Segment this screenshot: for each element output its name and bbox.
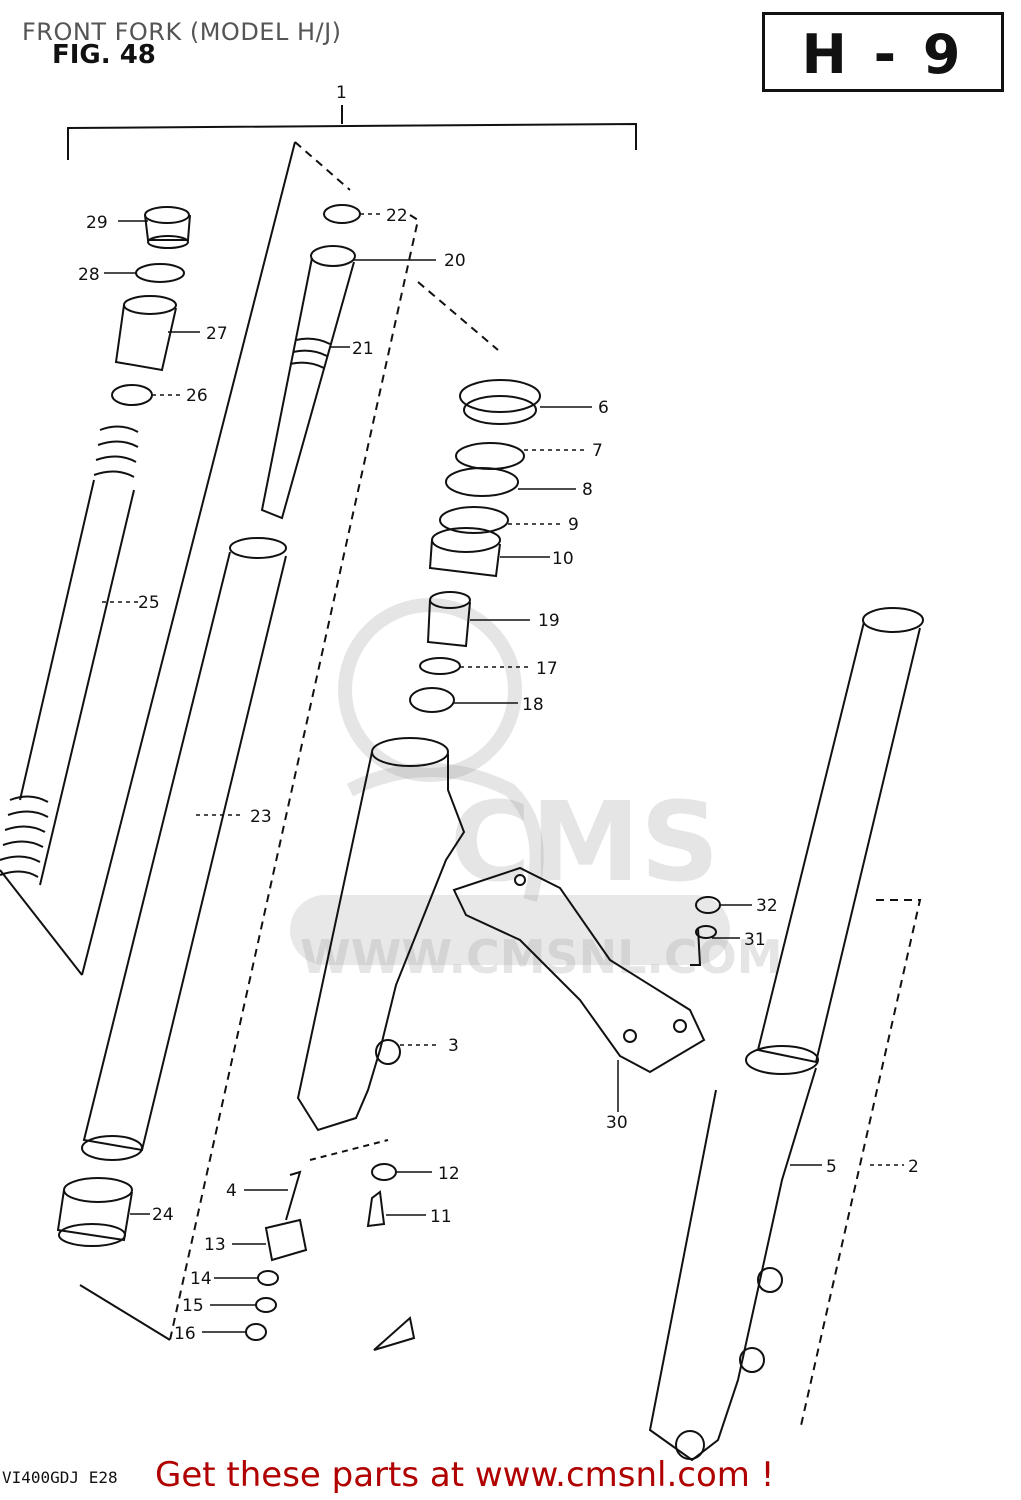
part-29-cap: [144, 206, 190, 224]
label-part-29: 29: [86, 213, 108, 233]
label-part-6: 6: [598, 398, 609, 418]
label-part-32: 32: [756, 896, 778, 916]
bracket-part-1: [67, 122, 637, 160]
part-11-bolt: [366, 1190, 386, 1228]
part-30-stabilizer: [452, 866, 706, 1074]
label-part-24: 24: [152, 1205, 174, 1225]
figure-label: FIG. 48: [52, 40, 156, 70]
part-26-seat: [111, 384, 153, 406]
part-3-outer-tube: [296, 737, 466, 1132]
part-4-bolt: [285, 1170, 302, 1221]
label-part-12: 12: [438, 1164, 460, 1184]
label-part-1: 1: [336, 83, 347, 103]
label-part-30: 30: [606, 1113, 628, 1133]
label-part-27: 27: [206, 324, 228, 344]
watermark-url: WWW.CMSNL.COM: [300, 930, 783, 984]
label-part-7: 7: [592, 441, 603, 461]
label-part-5: 5: [826, 1157, 837, 1177]
label-part-8: 8: [582, 480, 593, 500]
part-32-cap: [695, 896, 721, 914]
part-6-dust-seal: [459, 379, 541, 413]
section-code: H - 9: [801, 23, 965, 86]
label-part-18: 18: [522, 695, 544, 715]
label-part-26: 26: [186, 386, 208, 406]
label-part-19: 19: [538, 611, 560, 631]
label-part-25: 25: [138, 593, 160, 613]
part-22-ring: [323, 204, 361, 224]
part-23-inner-tube: [81, 537, 287, 1161]
label-part-3: 3: [448, 1036, 459, 1056]
label-part-23: 23: [250, 807, 272, 827]
label-part-20: 20: [444, 251, 466, 271]
label-part-9: 9: [568, 515, 579, 535]
label-part-21: 21: [352, 339, 374, 359]
part-18-ring: [409, 687, 455, 713]
part-28-oring: [135, 263, 185, 283]
part-8-oil-seal: [445, 467, 519, 497]
part-17-circlip: [419, 657, 461, 675]
label-part-15: 15: [182, 1296, 204, 1316]
part-2-right-fork: [648, 607, 924, 1462]
model-code: VI400GDJ E28: [2, 1468, 118, 1487]
part-27-spacer: [123, 295, 177, 315]
part-10-guide-bushing: [428, 527, 501, 578]
part-19-cylinder-base: [426, 591, 471, 648]
part-15-washer: [255, 1297, 277, 1313]
section-code-box: H - 9: [762, 12, 1004, 92]
label-part-17: 17: [536, 659, 558, 679]
label-part-14: 14: [190, 1269, 212, 1289]
part-25-spring: [0, 425, 139, 886]
label-part-11: 11: [430, 1207, 452, 1227]
label-part-2: 2: [908, 1157, 919, 1177]
label-part-4: 4: [226, 1181, 237, 1201]
part-24-bushing: [56, 1177, 133, 1247]
part-20-damper-rod: [260, 245, 356, 520]
label-part-22: 22: [386, 206, 408, 226]
label-part-13: 13: [204, 1235, 226, 1255]
parts-cta-link[interactable]: Get these parts at www.cmsnl.com !: [155, 1455, 775, 1495]
part-16-nut: [245, 1323, 267, 1341]
label-part-16: 16: [174, 1324, 196, 1344]
part-9-washer: [439, 506, 509, 534]
part-14-washer: [257, 1270, 279, 1286]
part-31-bolt: [690, 927, 702, 966]
part-12-washer: [371, 1163, 397, 1181]
page-title: FRONT FORK (MODEL H/J): [22, 18, 342, 46]
part-7-clip: [455, 442, 525, 470]
label-part-10: 10: [552, 549, 574, 569]
part-13-clamp: [264, 1218, 308, 1262]
label-part-28: 28: [78, 265, 100, 285]
front-arrow-icon: [373, 1316, 416, 1351]
label-part-31: 31: [744, 930, 766, 950]
